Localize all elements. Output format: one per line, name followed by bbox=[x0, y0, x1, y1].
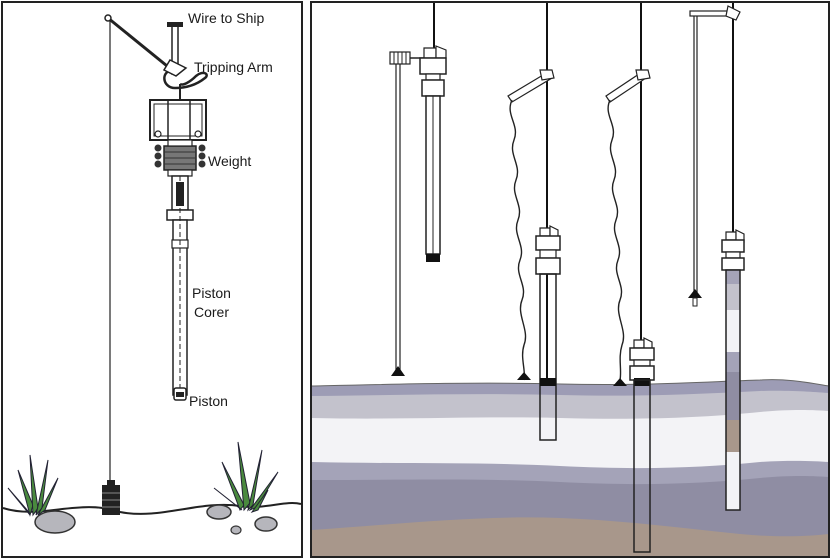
rock bbox=[206, 504, 232, 520]
slack-wire bbox=[509, 99, 527, 381]
weight-frame bbox=[149, 99, 207, 141]
left-panel-frame bbox=[1, 1, 303, 558]
sediment-brown-layer bbox=[312, 517, 829, 557]
core-barrel bbox=[166, 175, 194, 396]
tripping-arm-hook bbox=[162, 22, 208, 90]
trigger-weight bbox=[517, 372, 531, 380]
weight-stack bbox=[154, 139, 206, 177]
piston bbox=[540, 378, 556, 386]
label-piston: Piston bbox=[189, 393, 228, 409]
seagrass-plant bbox=[213, 441, 279, 513]
label-piston-corer-1: Piston bbox=[192, 285, 231, 301]
stage-4-retrieval bbox=[688, 2, 745, 511]
rock bbox=[34, 510, 76, 534]
rock bbox=[254, 516, 278, 532]
sediment-layers bbox=[311, 379, 830, 557]
label-weight: Weight bbox=[208, 153, 251, 169]
stage-3-penetrating bbox=[605, 2, 655, 553]
piston bbox=[426, 254, 440, 262]
wire-spool bbox=[389, 51, 411, 65]
trigger-weight bbox=[613, 378, 627, 386]
piston bbox=[173, 387, 187, 401]
tripping-arm-bar bbox=[107, 16, 173, 72]
trigger-weight bbox=[102, 480, 120, 515]
stage-1-descending bbox=[389, 2, 447, 376]
seagrass-plant bbox=[7, 454, 59, 517]
label-piston-corer-2: Corer bbox=[194, 304, 229, 320]
label-wire-to-ship: Wire to Ship bbox=[188, 10, 264, 26]
stage-2-triggered bbox=[507, 2, 561, 441]
core-tube bbox=[539, 273, 557, 441]
left-panel: Wire to Ship Tripping Arm Weight Piston … bbox=[1, 1, 303, 558]
recovered-core bbox=[725, 269, 741, 511]
seabed-line bbox=[2, 502, 302, 515]
rock bbox=[230, 525, 242, 535]
core-tube bbox=[633, 379, 651, 553]
trigger-weight bbox=[391, 366, 405, 376]
right-panel-frame bbox=[310, 1, 830, 558]
label-tripping-arm: Tripping Arm bbox=[194, 59, 273, 75]
trigger-weight bbox=[688, 289, 702, 298]
panel-divider bbox=[303, 0, 312, 560]
slack-wire bbox=[607, 99, 625, 381]
right-panel bbox=[311, 2, 830, 557]
piston bbox=[634, 378, 650, 386]
